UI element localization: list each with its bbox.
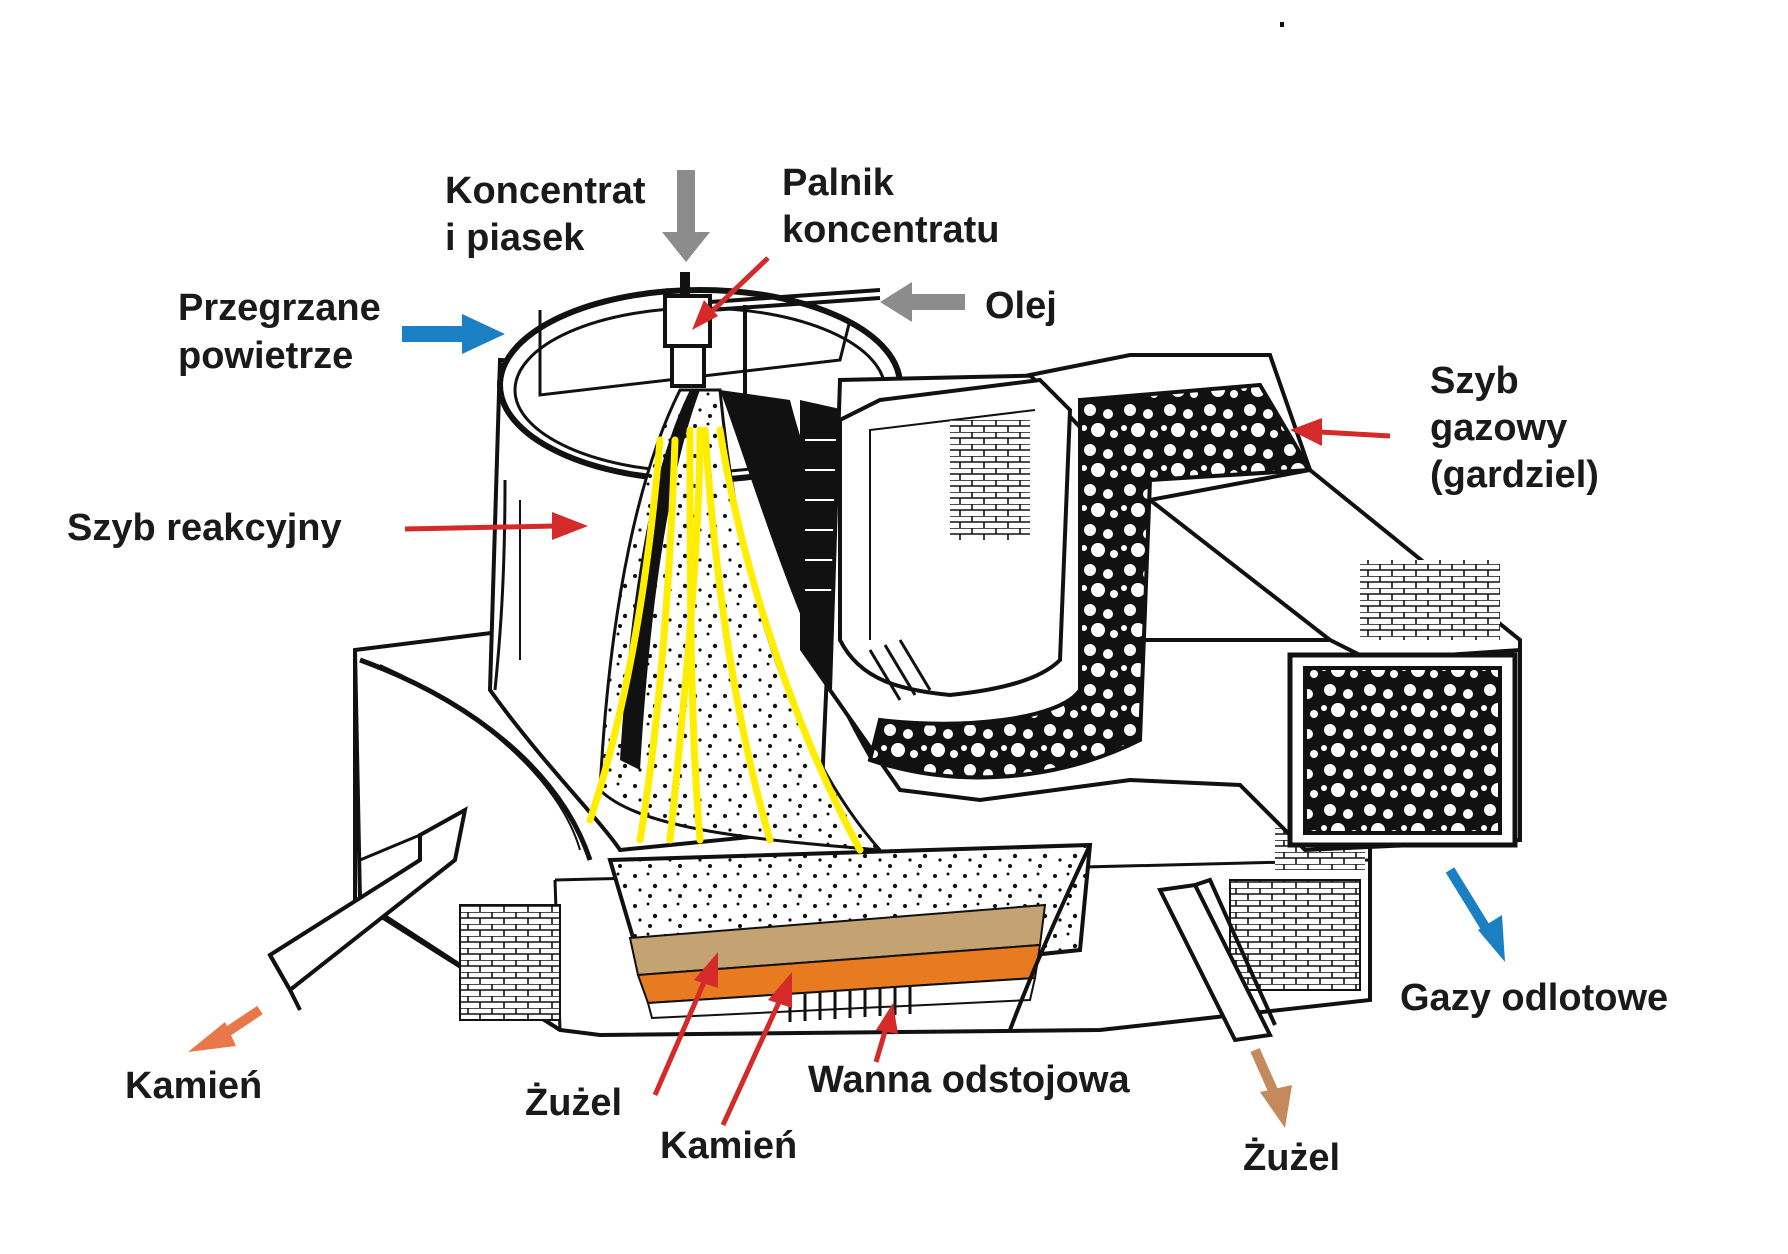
label-przegrzane-1: Przegrzane <box>178 287 381 329</box>
label-szyb-reakcyjny: Szyb reakcyjny <box>67 507 342 549</box>
label-szyb-gazowy-1: Szyb <box>1430 360 1519 402</box>
label-koncentrat-2: i piasek <box>445 217 585 259</box>
settling-bath <box>607 842 1093 1031</box>
launder-left <box>267 806 468 1011</box>
labels: Koncentrat i piasek Palnik koncentratu O… <box>67 162 1668 1179</box>
stray-dot <box>1280 22 1284 27</box>
label-palnik-1: Palnik <box>782 162 895 204</box>
label-szyb-gazowy-2: gazowy <box>1430 407 1567 449</box>
launder-right <box>1156 877 1277 1043</box>
label-szyb-gazowy-3: (gardziel) <box>1430 454 1599 496</box>
label-kamien-left: Kamień <box>125 1065 262 1107</box>
arrow-olej-icon <box>880 282 965 322</box>
label-koncentrat-1: Koncentrat <box>445 170 646 212</box>
red-arrows <box>404 256 1391 1127</box>
label-wanna-odstojowa: Wanna odstojowa <box>808 1059 1130 1101</box>
label-zuzel-bottom: Żużel <box>525 1082 622 1124</box>
label-gazy-odlotowe: Gazy odlotowe <box>1400 977 1668 1019</box>
label-zuzel-right: Żużel <box>1243 1137 1340 1179</box>
arrow-matte-left-icon <box>188 1005 263 1052</box>
burner <box>663 272 881 400</box>
label-kamien-bottom: Kamień <box>660 1125 797 1167</box>
arrow-slag-right-icon <box>1250 1047 1292 1128</box>
arrow-koncentrat-icon <box>662 170 710 262</box>
label-olej: Olej <box>985 285 1057 327</box>
arrow-offgas-icon <box>1445 867 1505 962</box>
flame-jets <box>586 426 864 854</box>
arrow-air-icon <box>402 314 505 354</box>
gas-uptake <box>827 353 1522 853</box>
label-przegrzane-2: powietrze <box>178 335 353 377</box>
label-palnik-2: koncentratu <box>782 209 999 251</box>
